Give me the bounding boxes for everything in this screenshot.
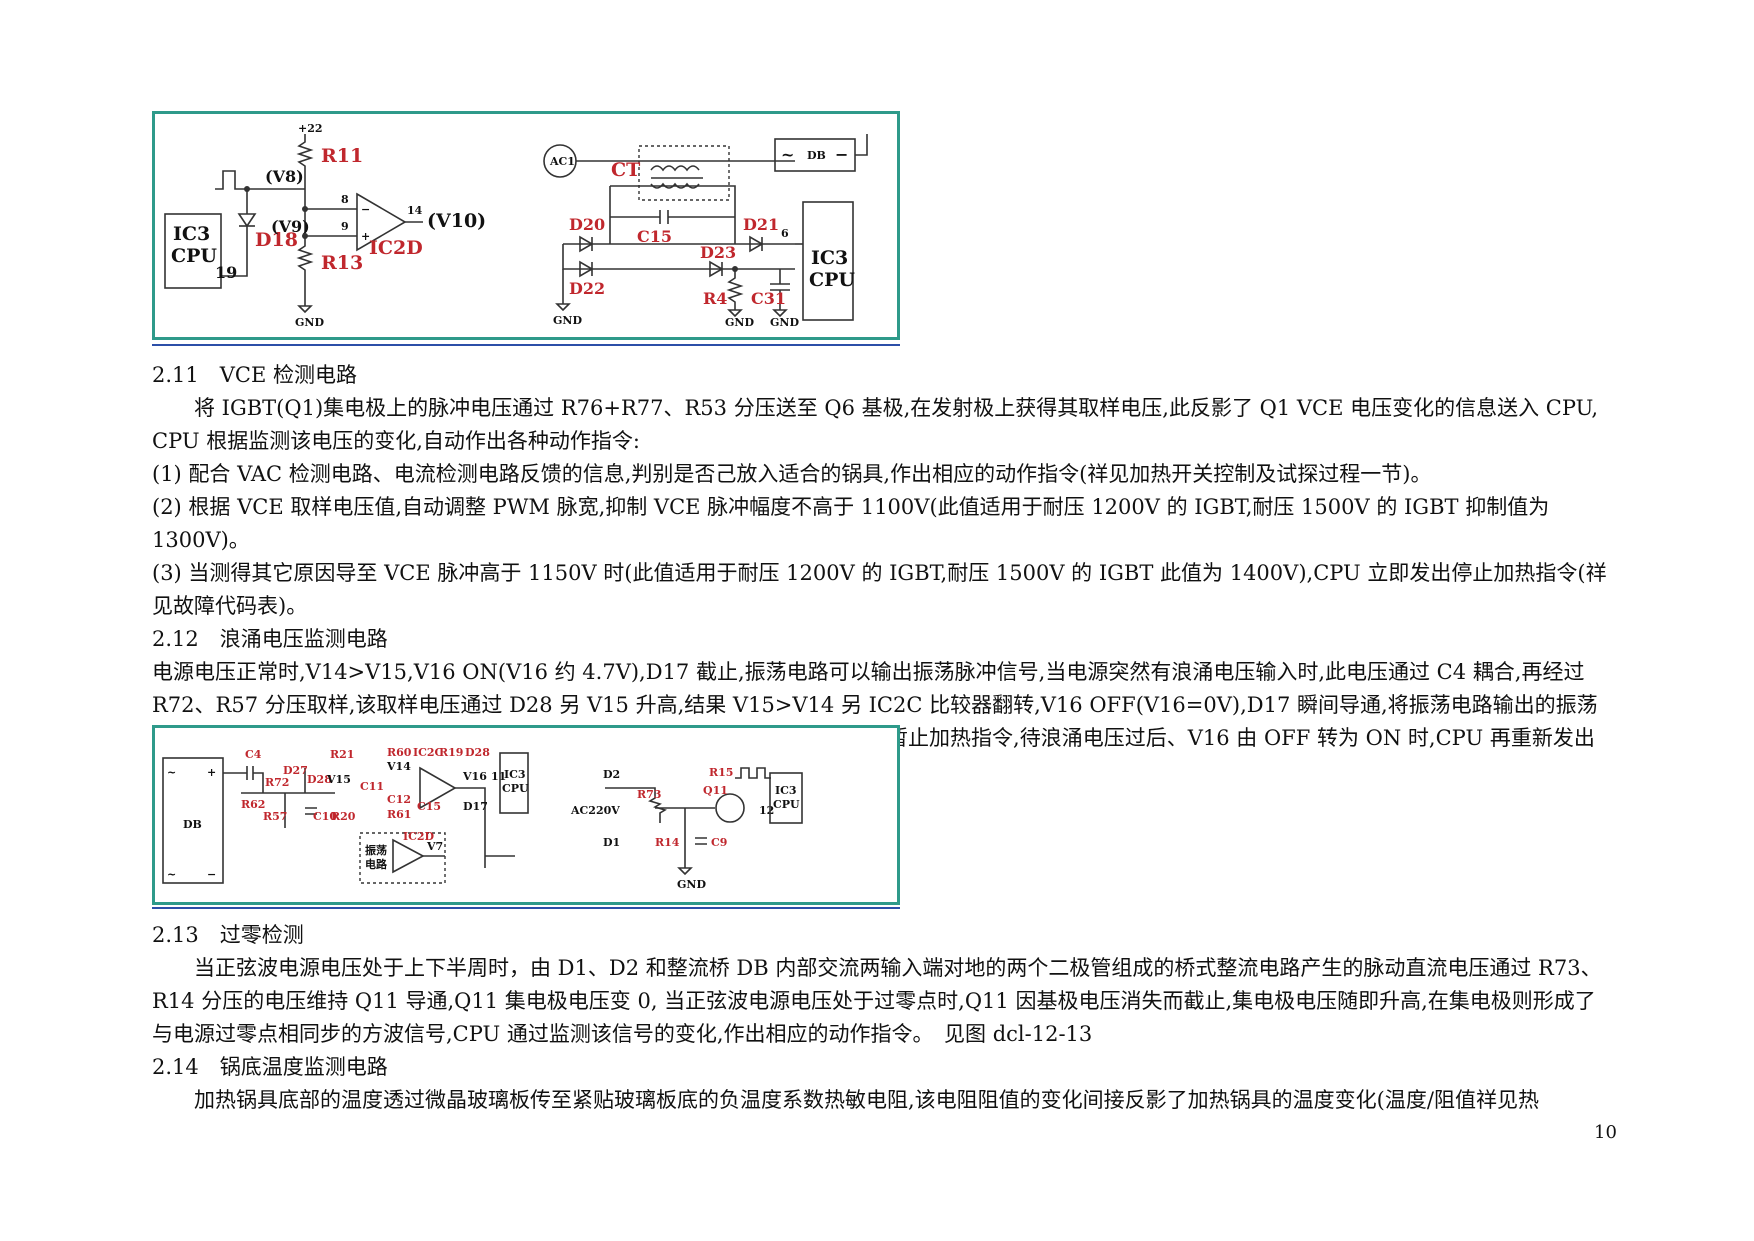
label-ac220v: AC220V <box>570 804 620 817</box>
label-d28-top: D28 <box>465 746 490 759</box>
label-r72: R72 <box>265 776 289 789</box>
label-d20: D20 <box>569 215 605 234</box>
heading-2-13: 2.13 过零检测 <box>152 923 304 947</box>
label-d23: D23 <box>700 243 736 262</box>
label-q11: Q11 <box>703 784 728 797</box>
para-2-14: 加热锅具底部的温度透过微晶玻璃板传至紧贴玻璃板底的负温度系数热敏电阻,该电阻阻值… <box>194 1088 1539 1112</box>
label-ic3-left: IC3 <box>173 223 210 245</box>
para-2-11: 将 IGBT(Q1)集电极上的脉冲电压通过 R76+R77、R53 分压送至 Q… <box>152 396 1599 453</box>
label-db: DB <box>183 818 202 831</box>
label-c31: C31 <box>751 289 786 308</box>
label-d27: D27 <box>283 764 308 777</box>
label-d28: D28 <box>307 773 332 786</box>
svg-text:GND: GND <box>770 316 799 329</box>
figure-vce-circuit: +22 R11 (V8) D18 IC3 CPU 19 (V9) 8 9 − +… <box>152 111 900 340</box>
svg-text:+: + <box>207 766 216 779</box>
label-ic2d-fig2: IC2D <box>403 830 435 843</box>
svg-text:−: − <box>361 203 370 216</box>
svg-text:GND: GND <box>553 314 582 327</box>
label-d17: D17 <box>463 800 488 813</box>
label-c4: C4 <box>245 748 262 761</box>
label-r61: R61 <box>387 808 411 821</box>
label-gnd-left: GND <box>295 316 324 329</box>
label-r19: R19 <box>439 746 463 759</box>
heading-2-12: 2.12 浪涌电压监测电路 <box>152 627 388 651</box>
label-v15: V15 <box>326 773 351 786</box>
label-pin9: 9 <box>341 220 349 233</box>
item-2-11-3: (3) 当测得其它原因导至 VCE 脉冲高于 1150V 时(此值适用于耐压 1… <box>152 561 1607 618</box>
label-r4: R4 <box>703 289 727 308</box>
label-v16: V16 <box>462 770 487 783</box>
svg-text:~: ~ <box>167 766 176 779</box>
label-c12: C12 <box>387 793 411 806</box>
label-c9: C9 <box>711 836 727 849</box>
label-r60: R60 <box>387 746 412 759</box>
label-ac1: AC1 <box>549 155 575 168</box>
label-r57: R57 <box>263 810 287 823</box>
label-r14: R14 <box>655 836 680 849</box>
svg-text:GND: GND <box>725 316 754 329</box>
text-block-upper: 2.11 VCE 检测电路 将 IGBT(Q1)集电极上的脉冲电压通过 R76+… <box>152 359 1614 788</box>
label-ct: CT <box>611 159 640 181</box>
label-pin11: 11 <box>491 770 506 783</box>
figure-surge-zero-cross: ~ + DB ~ − C4 R72 R62 D27 D28 V15 R21 R5… <box>152 725 900 905</box>
label-pin19: 19 <box>215 263 237 282</box>
svg-text:+: + <box>361 230 370 243</box>
label-d18: D18 <box>255 229 298 251</box>
label-cpu-left: CPU <box>171 245 217 267</box>
text-block-lower: 2.13 过零检测 当正弦波电源电压处于上下半周时，由 D1、D2 和整流桥 D… <box>152 919 1614 1117</box>
label-c10: C10 <box>313 810 337 823</box>
svg-text:~: ~ <box>167 868 176 881</box>
label-ic3-fig2: IC3 <box>504 768 526 781</box>
label-gnd-fig2: GND <box>677 878 706 891</box>
label-v7: V7 <box>426 840 443 853</box>
label-c11: C11 <box>360 780 384 793</box>
item-2-11-2: (2) 根据 VCE 取样电压值,自动调整 PWM 脉宽,抑制 VCE 脉冲幅度… <box>152 495 1550 552</box>
label-r11: R11 <box>321 145 363 167</box>
label-d1: D1 <box>603 836 620 849</box>
label-v10: (V10) <box>427 210 486 232</box>
label-d22: D22 <box>569 279 605 298</box>
label-ic2c: IC2C <box>413 746 444 759</box>
item-2-11-1: (1) 配合 VAC 检测电路、电流检测电路反馈的信息,判别是否己放入适合的锅具… <box>152 462 1432 486</box>
label-circuit: 电路 <box>365 857 388 871</box>
label-cpu-fig2: CPU <box>502 782 529 795</box>
label-r13: R13 <box>321 252 363 274</box>
svg-text:~: ~ <box>781 145 794 164</box>
label-cpu-right: CPU <box>809 269 855 291</box>
label-d21: D21 <box>743 215 779 234</box>
label-v8: (V8) <box>265 167 304 186</box>
label-v14: V14 <box>386 760 411 773</box>
label-r20: R20 <box>331 810 356 823</box>
label-c15: C15 <box>637 227 672 246</box>
label-c15-fig2: C15 <box>417 800 441 813</box>
label-r15: R15 <box>709 766 733 779</box>
para-2-13: 当正弦波电源电压处于上下半周时，由 D1、D2 和整流桥 DB 内部交流两输入端… <box>152 956 1602 1046</box>
figure2-underline <box>152 907 900 909</box>
label-ic3-fig2-right: IC3 <box>775 784 797 797</box>
label-v22: +22 <box>298 122 323 135</box>
svg-text:−: − <box>835 145 848 164</box>
figure1-underline <box>152 344 900 346</box>
label-db-right: DB <box>807 149 826 162</box>
label-d2: D2 <box>603 768 620 781</box>
label-v9: (V9) <box>271 217 310 236</box>
label-pin8: 8 <box>341 193 349 206</box>
page-number: 10 <box>1594 1122 1617 1143</box>
label-cpu-fig2-right: CPU <box>773 798 800 811</box>
heading-2-11: 2.11 VCE 检测电路 <box>152 363 357 387</box>
label-pin6: 6 <box>781 227 789 240</box>
label-r21: R21 <box>330 748 354 761</box>
svg-text:−: − <box>207 868 216 881</box>
label-osc: 振荡 <box>365 843 387 857</box>
label-r73: R73 <box>637 788 661 801</box>
heading-2-14: 2.14 锅底温度监测电路 <box>152 1055 388 1079</box>
label-pin14: 14 <box>407 204 423 217</box>
vce-circuit-diagram: +22 R11 (V8) D18 IC3 CPU 19 (V9) 8 9 − +… <box>164 122 868 329</box>
surge-zero-cross-diagram: ~ + DB ~ − C4 R72 R62 D27 D28 V15 R21 R5… <box>162 746 803 891</box>
label-ic3-right: IC3 <box>811 247 848 269</box>
label-ic2d: IC2D <box>369 237 423 259</box>
label-r62: R62 <box>241 798 265 811</box>
